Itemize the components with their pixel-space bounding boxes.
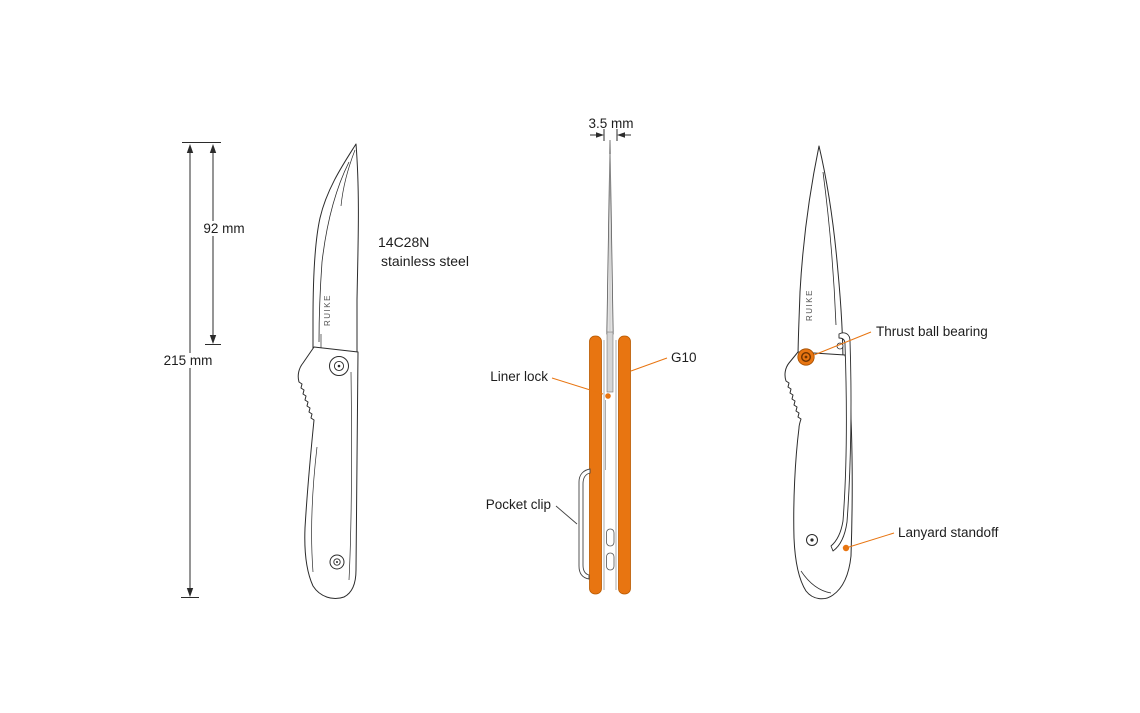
lanyard-hole-dot	[810, 538, 813, 541]
g10-scale-left	[590, 336, 602, 594]
g10-label: G10	[671, 350, 697, 365]
blade-thickness-dimension-label: 3.5 mm	[588, 116, 633, 131]
pivot-screw-dot	[338, 365, 341, 368]
blade-open-view	[313, 144, 358, 354]
blade-tang	[607, 332, 613, 392]
back-knife-illustration: RUIKE	[785, 146, 852, 599]
lanyard-slot-lower	[607, 553, 615, 570]
lanyard-slot-upper	[607, 529, 615, 546]
g10-leader	[631, 358, 667, 371]
liner-lock-dot	[605, 393, 611, 399]
open-knife-illustration: RUIKE	[298, 144, 358, 599]
edge-view-illustration	[579, 129, 631, 594]
blade-material-line2: stainless steel	[378, 252, 469, 271]
pocket-clip-edge-view	[579, 469, 590, 579]
blade-length-dimension-label: 92 mm	[200, 221, 247, 236]
blade-back-view	[798, 146, 843, 366]
lanyard-standoff-dot	[843, 545, 849, 551]
overall-length-dimension-label: 215 mm	[161, 353, 216, 368]
handle-back-view	[785, 352, 852, 599]
brand-logo-back-view: RUIKE	[805, 289, 814, 321]
brand-logo-open-view: RUIKE	[323, 294, 332, 326]
dim-arrow	[210, 335, 216, 344]
lanyard-screw-dot	[336, 561, 338, 563]
g10-scale-right	[619, 336, 631, 594]
lanyard-standoff-label: Lanyard standoff	[898, 525, 998, 540]
pocket-clip-label: Pocket clip	[446, 497, 551, 512]
pocket-clip-leader	[556, 506, 577, 524]
lanyard-standoff-leader	[849, 533, 894, 547]
dim-arrow	[187, 588, 193, 597]
liner-lock-label: Liner lock	[448, 369, 548, 384]
dim-arrow	[210, 144, 216, 153]
thrust-ball-bearing-label: Thrust ball bearing	[876, 324, 988, 339]
dim-arrow	[187, 144, 193, 153]
dimension-lines	[181, 143, 221, 598]
handle-open-view	[298, 347, 358, 599]
thrust-ball-bearing-dot	[805, 356, 808, 359]
blade-material-line1: 14C28N	[378, 234, 429, 250]
blade-material-label: 14C28N stainless steel	[378, 233, 469, 271]
